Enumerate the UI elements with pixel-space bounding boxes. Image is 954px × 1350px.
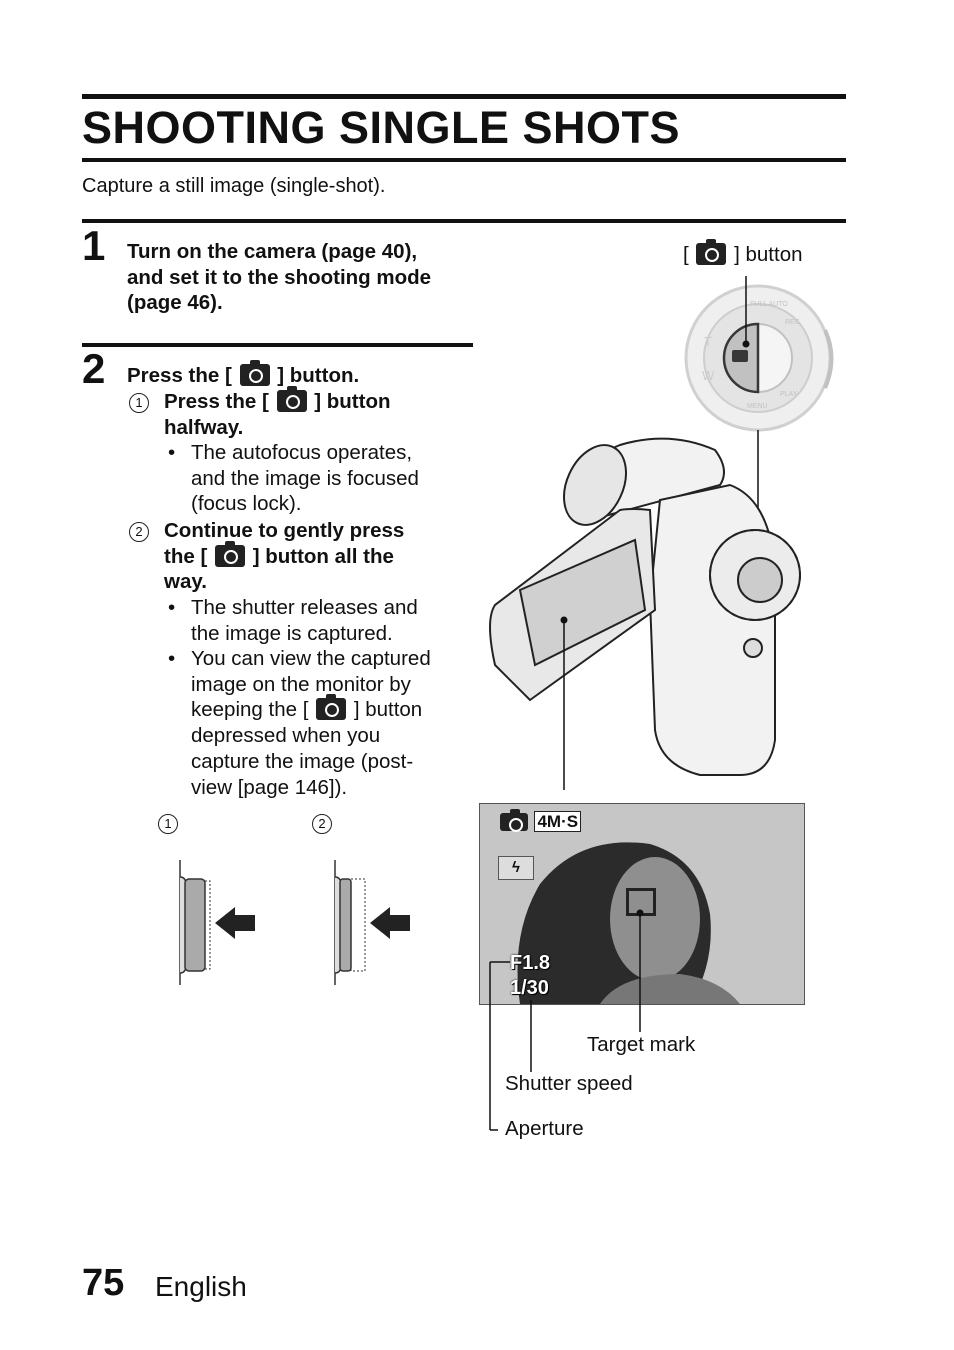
bullet-line: depressed when you xyxy=(191,724,381,748)
dial-label: T xyxy=(704,334,712,349)
title-top-rule xyxy=(82,94,846,99)
bullet-line: You can view the captured xyxy=(191,647,431,670)
step1-line: and set it to the shooting mode xyxy=(127,265,432,289)
dial-label: MENU xyxy=(747,403,768,410)
flash-icon: ϟ xyxy=(498,856,534,880)
sub2-bullet2-symbol: • xyxy=(168,647,176,670)
circled-number: 1 xyxy=(158,814,178,834)
camera-icon xyxy=(239,360,270,386)
callout-lines xyxy=(489,909,644,1131)
dial-label: PLAY xyxy=(780,391,798,398)
bullet-line: (focus lock). xyxy=(191,492,302,516)
bullet-line: The shutter releases and xyxy=(191,596,418,619)
step2-intro: Press the [ ] button. xyxy=(127,360,360,389)
sub2-bullet1-symbol: • xyxy=(168,596,176,619)
page-subtitle: Capture a still image (single-shot). xyxy=(82,175,386,197)
camera-icon xyxy=(500,809,528,832)
step2-number: 2 xyxy=(82,345,106,392)
resolution-badge: 4M·S xyxy=(534,811,582,832)
diagram-marker-2: 2 xyxy=(312,814,332,834)
full-press-diagram xyxy=(334,860,410,985)
title-bottom-rule xyxy=(82,158,846,162)
bullet-line: the image is captured. xyxy=(191,621,393,645)
step2-rule xyxy=(82,343,473,347)
camera-body xyxy=(489,437,801,776)
step1-text: Turn on the camera (page 40), and set it… xyxy=(127,239,431,316)
sub2-bullet2: You can view the captured image on the m… xyxy=(191,646,431,800)
sub1-bullet: The autofocus operates, and the image is… xyxy=(191,440,419,517)
circled-number: 2 xyxy=(129,522,149,542)
page-number: 75 xyxy=(82,1262,125,1304)
shutter-value: 1/30 xyxy=(510,977,549,999)
aperture-label: Aperture xyxy=(505,1117,584,1140)
diagram-marker-1: 1 xyxy=(158,814,178,834)
sub2-text-part: the [ xyxy=(164,544,208,568)
control-dial-inset: FULL AUTO REC PLAY MENU T W xyxy=(684,284,834,432)
aperture-value: F1.8 xyxy=(510,952,551,974)
sub2-bullet1: The shutter releases and the image is ca… xyxy=(191,595,418,646)
sub2-text-part: way. xyxy=(164,570,207,594)
step1-number: 1 xyxy=(82,222,106,269)
button-label-text: ] button xyxy=(734,243,803,266)
target-mark-label: Target mark xyxy=(587,1033,696,1056)
sub1-text-part: ] button xyxy=(314,390,391,413)
camera-icon xyxy=(214,540,245,567)
half-press-diagram xyxy=(179,860,255,985)
dial-label: REC xyxy=(785,319,800,326)
bullet-line: capture the image (post- xyxy=(191,749,414,773)
camera-icon xyxy=(316,694,347,721)
step2-intro-text: ] button. xyxy=(277,364,360,387)
bullet-line: The autofocus operates, xyxy=(191,441,413,464)
dial-label: FULL AUTO xyxy=(750,301,788,308)
bullet-line: ] button xyxy=(353,698,423,722)
camera-illustration: FULL AUTO REC PLAY MENU T W xyxy=(489,276,834,790)
sub1-marker: 1 xyxy=(129,393,149,413)
circled-number: 1 xyxy=(129,393,149,413)
sub1-text: Press the [ ] button halfway. xyxy=(164,386,391,440)
bullet-line: view [page 146]). xyxy=(191,775,348,799)
bullet-line: image on the monitor by xyxy=(191,672,411,696)
bullet-line: keeping the [ xyxy=(191,698,309,722)
sub1-bullet-symbol: • xyxy=(168,441,176,464)
dial-label: W xyxy=(702,368,715,383)
sub2-marker: 2 xyxy=(129,522,149,542)
step1-line: (page 46). xyxy=(127,291,223,315)
sub1-text-part: halfway. xyxy=(164,415,244,439)
sub1-text-part: Press the [ xyxy=(164,390,269,413)
circled-number: 2 xyxy=(312,814,332,834)
page-language: English xyxy=(155,1271,247,1302)
page-title: SHOOTING SINGLE SHOTS xyxy=(82,102,681,153)
shutter-speed-label: Shutter speed xyxy=(505,1072,633,1095)
bullet-line: and the image is focused xyxy=(191,466,419,490)
sub2-text-part: ] button all the xyxy=(252,544,394,568)
button-label: [ ] button xyxy=(683,239,803,267)
sub2-text: Continue to gently press the [ ] button … xyxy=(164,518,404,595)
step2-intro-text: Press the [ xyxy=(127,364,232,387)
button-label-text: [ xyxy=(683,243,689,266)
mode-indicator: 4M·S xyxy=(498,809,582,832)
camera-icon xyxy=(696,239,727,265)
monitor-preview: 4M·S ϟ F1.8 1/30 xyxy=(479,803,805,1005)
section-rule xyxy=(82,219,846,223)
sub2-text-part: Continue to gently press xyxy=(164,519,405,542)
camera-icon xyxy=(276,386,307,412)
step1-line: Turn on the camera (page 40), xyxy=(127,240,418,263)
